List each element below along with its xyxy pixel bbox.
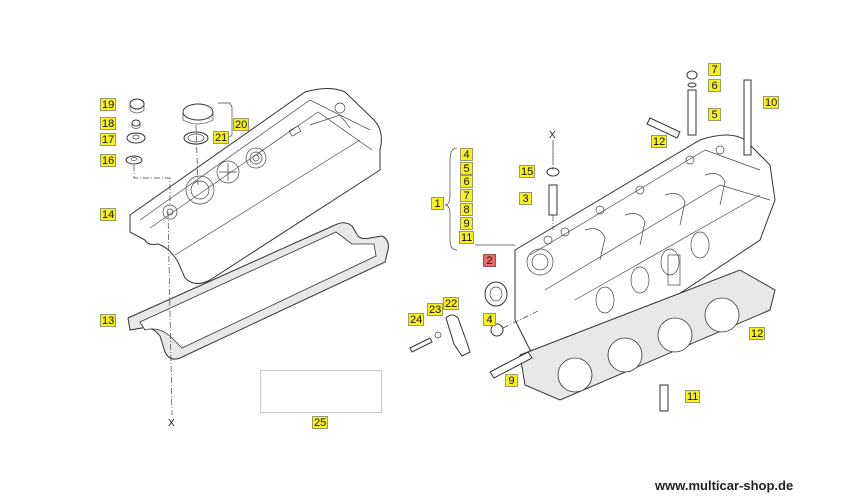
callout-10[interactable]: 10	[763, 96, 780, 109]
callout-9-stud[interactable]: 9	[505, 374, 518, 387]
axis-marker-left: X	[168, 418, 175, 429]
callout-11-dowel[interactable]: 11	[685, 390, 701, 403]
callout-6-top[interactable]: 6	[708, 79, 721, 92]
callout-group-8[interactable]: 8	[460, 203, 473, 216]
callout-2[interactable]: 2	[483, 254, 496, 267]
callout-group-5[interactable]: 5	[460, 162, 473, 175]
callout-5-top[interactable]: 5	[708, 108, 721, 121]
valve-cover-drawing	[129, 88, 382, 284]
callout-1[interactable]: 1	[431, 197, 444, 210]
empty-placeholder-box	[260, 370, 382, 413]
callout-23[interactable]: 23	[427, 303, 444, 316]
axis-line-left	[167, 211, 173, 416]
callout-18[interactable]: 18	[100, 117, 117, 130]
callout-13[interactable]: 13	[100, 314, 117, 327]
callout-22[interactable]: 22	[443, 297, 460, 310]
callout-group-11[interactable]: 11	[459, 231, 475, 244]
callout-group-4[interactable]: 4	[460, 148, 473, 161]
callout-group-9[interactable]: 9	[460, 217, 473, 230]
callout-group-7[interactable]: 7	[460, 189, 473, 202]
callout-12-stud[interactable]: 12	[651, 135, 668, 148]
watermark-url: www.multicar-shop.de	[655, 478, 794, 493]
callout-20[interactable]: 20	[233, 118, 250, 131]
callout-16[interactable]: 16	[100, 154, 117, 167]
callout-21[interactable]: 21	[213, 131, 230, 144]
valve-cover-gasket-drawing	[127, 222, 389, 360]
callout-group-6[interactable]: 6	[460, 175, 473, 188]
small-parts-left	[125, 98, 233, 205]
axis-marker-right: X	[549, 130, 556, 141]
head-gasket-drawing	[519, 269, 776, 401]
small-parts-right	[409, 70, 752, 412]
callout-15[interactable]: 15	[519, 165, 536, 178]
callout-25[interactable]: 25	[312, 416, 329, 429]
callout-14[interactable]: 14	[100, 208, 117, 221]
callout-17[interactable]: 17	[100, 133, 117, 146]
callout-7-top[interactable]: 7	[708, 63, 721, 76]
cylinder-head-drawing	[514, 134, 776, 361]
callout-4-plug[interactable]: 4	[483, 313, 496, 326]
callout-12-gasket[interactable]: 12	[749, 327, 766, 340]
callout-3[interactable]: 3	[519, 192, 532, 205]
callout-24[interactable]: 24	[408, 313, 425, 326]
callout-19[interactable]: 19	[100, 98, 117, 111]
